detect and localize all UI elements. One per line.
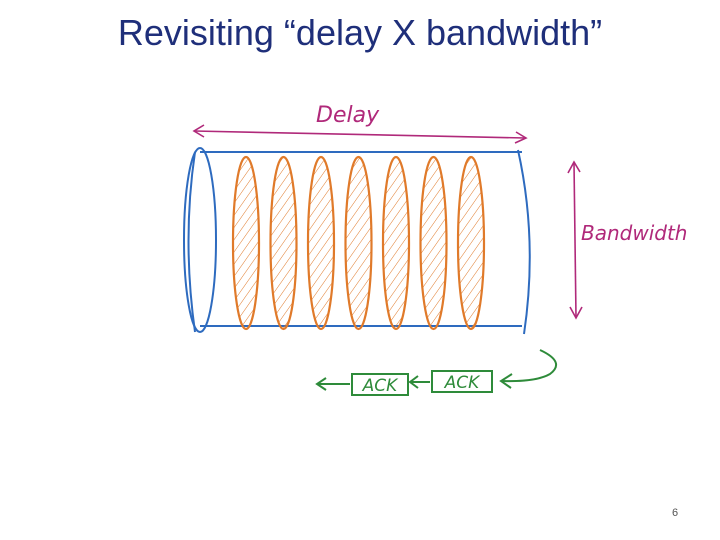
packet [456,155,486,331]
ack-label-2: ACK [444,373,481,393]
ack-arrow-between [408,375,430,389]
packet [419,155,448,331]
delay-arrow [192,124,528,144]
slide-title: Revisiting “delay X bandwidth” [117,12,603,53]
pipe-right-end [517,149,531,335]
ack-label-1: ACK [362,376,399,396]
page-number: 6 [671,507,679,519]
pipe-left-end [183,147,217,333]
packet [381,155,411,331]
pipe-left-end-inner [187,151,196,333]
packet [344,155,373,331]
packet [231,155,261,331]
ack-box-1: ACK [351,373,409,396]
packet [269,155,298,331]
ack-outgoing-arrow [315,377,350,391]
bandwidth-arrow [567,160,583,320]
packet [306,155,336,331]
ack-return-arrow [499,349,558,389]
delay-label: Delay [316,103,380,128]
bandwidth-label: Bandwidth [581,221,687,245]
packets [231,155,486,331]
ack-box-2: ACK [431,370,493,393]
